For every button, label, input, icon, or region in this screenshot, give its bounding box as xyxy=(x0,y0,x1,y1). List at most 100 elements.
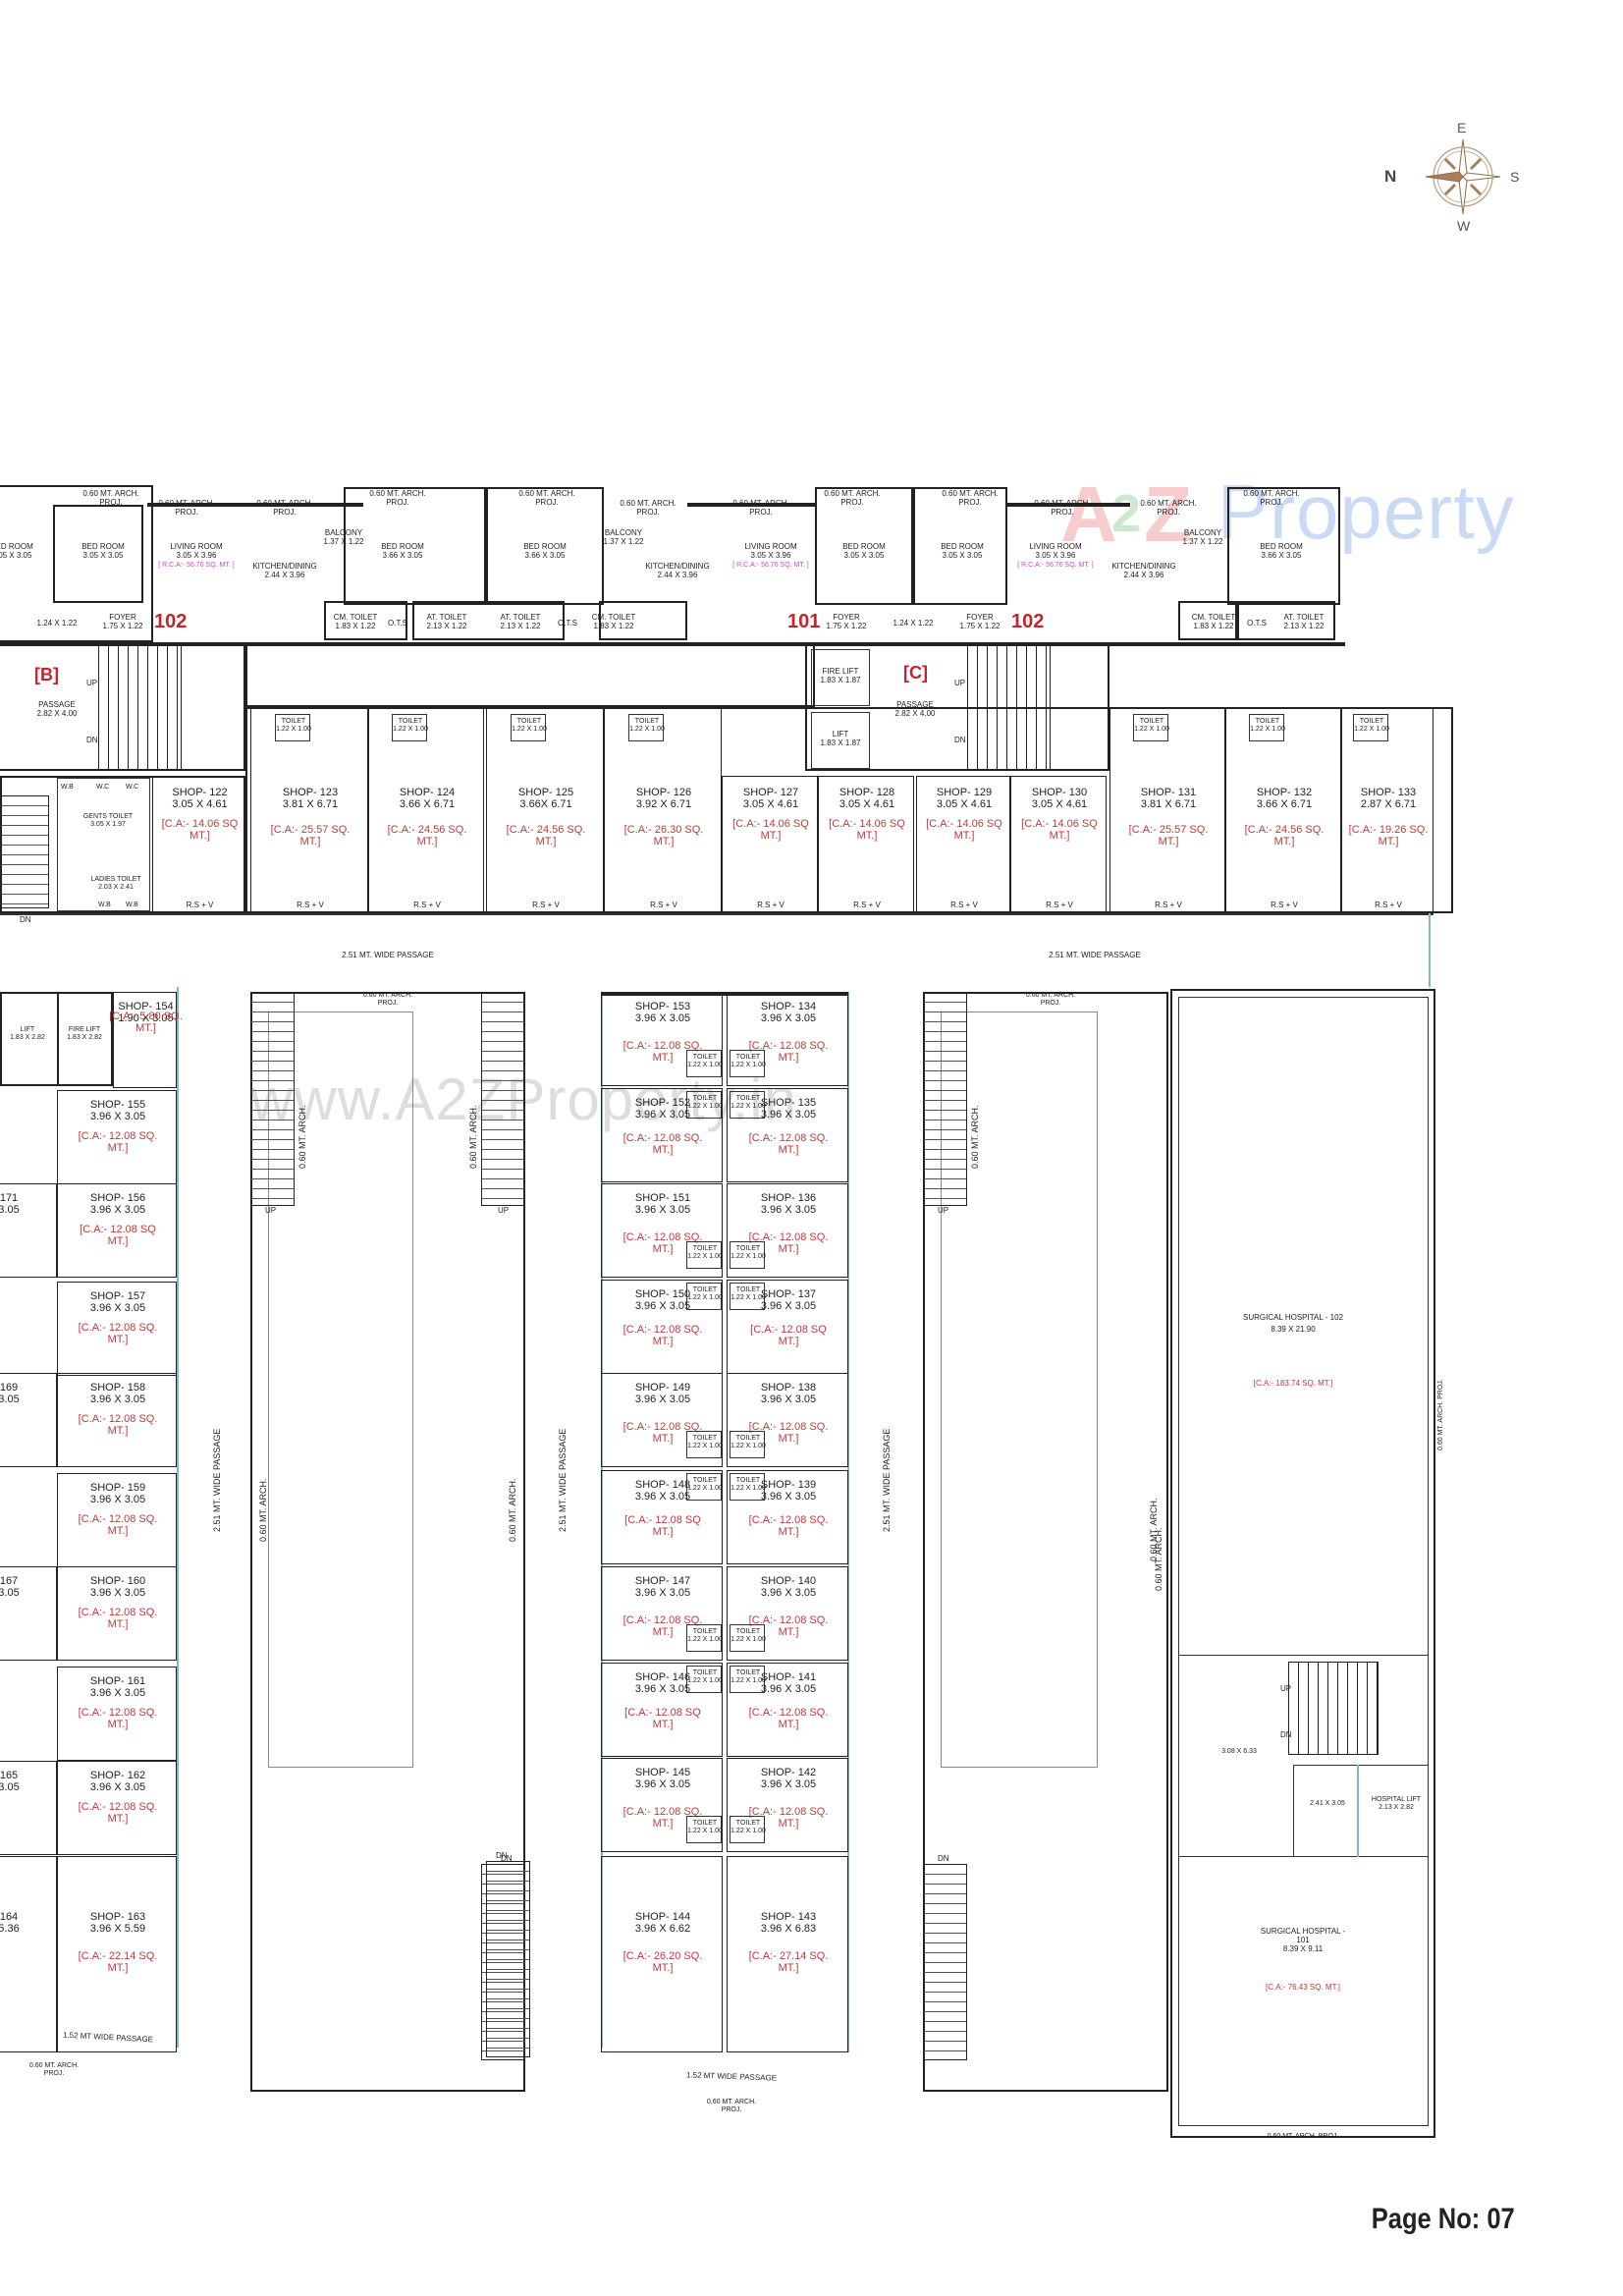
rolling-shutter-label: R.S + V xyxy=(1271,901,1298,909)
shop-carpet-area: [C.A:- 12.08 SQ.MT.] xyxy=(622,1231,703,1255)
shop-carpet-area: [C.A:- 12.08 SQ.MT.] xyxy=(622,1324,703,1347)
stair-dn-label: DN xyxy=(1280,1730,1292,1739)
room-lobby: 1.24 X 1.22 xyxy=(893,619,934,628)
wb-label: W.B xyxy=(61,784,74,791)
stair-up-label: UP xyxy=(954,679,966,687)
shop-carpet-area: [C.A:- 12.08 SQ.MT.] xyxy=(748,1514,829,1538)
hospital-101-ca: [C.A:- 76.43 SQ. MT.] xyxy=(1265,1983,1341,1992)
rolling-shutter-label: R.S + V xyxy=(532,901,560,909)
rolling-shutter-label: R.S + V xyxy=(413,901,441,909)
arch-proj-label: 0.60 MT. ARCH.PROJ. xyxy=(362,992,413,1007)
core-id: [C] xyxy=(903,663,928,683)
wc-label: W.C xyxy=(126,784,139,791)
staircase xyxy=(1288,1662,1379,1755)
arch-proj-label: 0.60 MT. ARCH. xyxy=(1154,1527,1163,1591)
arch-proj-label: 0.60 MT. ARCH.PROJ. xyxy=(518,489,575,507)
stair-up-label: UP xyxy=(498,1206,510,1215)
shop-carpet-area: [C.A:- 12.08 SQ.MT.] xyxy=(748,1707,829,1730)
stair-dn-label: DN xyxy=(501,1854,513,1863)
hospital-102-dim: 8.39 X 21.90 xyxy=(1271,1325,1316,1334)
shop-carpet-area: [C.A:- 12.08 SQ.MT.] xyxy=(748,1040,829,1064)
staircase xyxy=(98,643,182,771)
passage-label: 2.51 MT. WIDE PASSAGE xyxy=(882,1428,892,1532)
arch-proj-label: 0.60 MT. ARCH.PROJ. xyxy=(82,489,139,507)
shop-carpet-area: [C.A:- 12.08 SQ.MT.] xyxy=(78,1801,158,1825)
compass-rose: E N S W xyxy=(1384,118,1522,236)
staircase xyxy=(250,992,295,1206)
rolling-shutter-label: R.S + V xyxy=(1155,901,1182,909)
shop-carpet-area: [C.A:- 12.08 SQ.MT.] xyxy=(78,1607,158,1630)
shop-carpet-area: [C.A:- 12.08 SQ.MT.] xyxy=(622,1614,703,1638)
shop-carpet-area: [C.A:- 24.56 SQ.MT.] xyxy=(506,824,586,847)
arch-proj-label: 0.60 MT. ARCH. xyxy=(468,1105,478,1169)
room-living-rca: [ R.C.A:- 56.76 SQ. MT. ] xyxy=(158,562,235,569)
stair-dn-label: DN xyxy=(954,736,966,744)
unit-number: 101 xyxy=(787,611,821,632)
rolling-shutter-label: R.S + V xyxy=(1375,901,1402,909)
arch-proj-label: 0.60 MT. ARCH.PROJ. xyxy=(1140,499,1197,517)
